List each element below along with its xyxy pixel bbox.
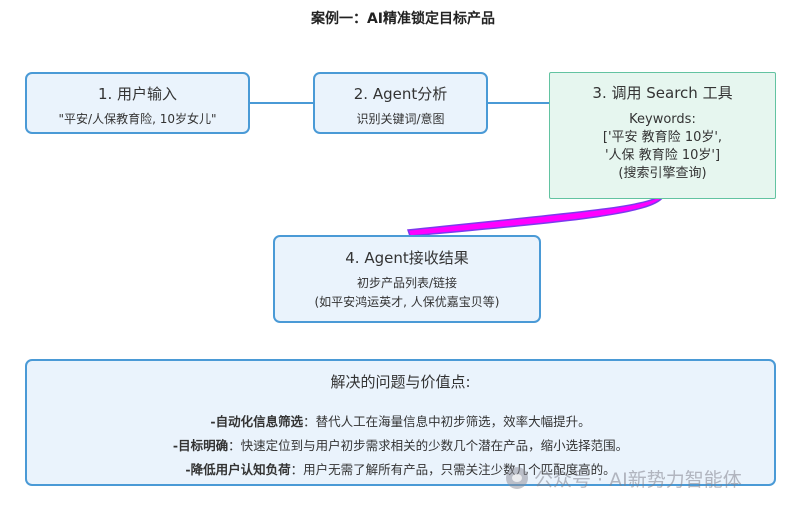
item-text: ：替代人工在海量信息中初步筛选，效率大幅提升。 [303,414,591,429]
node-subtitle: "平安/人保教育险, 10岁女儿" [58,112,217,126]
search-note: (搜索引擎查询) [618,166,707,181]
node-agent-results: 4. Agent接收结果 初步产品列表/链接 (如平安鸿运英才, 人保优嘉宝贝等… [273,235,541,323]
node-details: Keywords: ['平安 教育险 10岁', '人保 教育险 10岁'] (… [550,111,775,183]
node-search-tool: 3. 调用 Search 工具 Keywords: ['平安 教育险 10岁',… [549,72,776,199]
watermark-text: 公众号 · AI新势力智能体 [534,468,742,491]
item-text: ：快速定位到与用户初步需求相关的少数几个潜在产品，缩小选择范围。 [228,438,629,453]
item-text: ：用户无需了解所有产品，只需关注少数几个匹配度高的。 [290,462,616,477]
list-item: -降低用户认知负荷：用户无需了解所有产品，只需关注少数几个匹配度高的。 [27,458,774,482]
item-label: -降低用户认知负荷 [185,462,291,477]
watermark: 公众号 · AI新势力智能体 [506,463,801,493]
diagram-title: 案例一：AI精准锁定目标产品 [310,11,496,27]
item-label: -目标明确 [172,438,229,453]
wechat-icon [506,467,528,489]
node-details: 初步产品列表/链接 (如平安鸿运英才, 人保优嘉宝贝等) [275,274,539,312]
node-user-input: 1. 用户输入 "平安/人保教育险, 10岁女儿" [25,72,250,134]
edge-3-4 [406,196,665,237]
node-title: 3. 调用 Search 工具 [592,84,733,102]
node-subtitle: 识别关键词/意图 [356,112,445,126]
result-line-2: (如平安鸿运英才, 人保优嘉宝贝等) [314,295,500,309]
node-title: 2. Agent分析 [353,85,448,103]
panel-heading: 解决的问题与价值点: [330,373,471,391]
node-title: 1. 用户输入 [97,85,178,103]
value-panel: 解决的问题与价值点: -自动化信息筛选：替代人工在海量信息中初步筛选，效率大幅提… [25,359,776,486]
value-list: -自动化信息筛选：替代人工在海量信息中初步筛选，效率大幅提升。 -目标明确：快速… [27,410,774,482]
result-line-1: 初步产品列表/链接 [356,276,458,290]
node-agent-analysis: 2. Agent分析 识别关键词/意图 [313,72,488,134]
item-label: -自动化信息筛选 [210,414,304,429]
list-item: -目标明确：快速定位到与用户初步需求相关的少数几个潜在产品，缩小选择范围。 [27,434,774,458]
node-title: 4. Agent接收结果 [345,249,469,267]
keywords-label: Keywords: [629,112,696,127]
keyword-1: ['平安 教育险 10岁', [602,130,723,145]
list-item: -自动化信息筛选：替代人工在海量信息中初步筛选，效率大幅提升。 [27,410,774,434]
keyword-2: '人保 教育险 10岁'] [604,148,721,163]
